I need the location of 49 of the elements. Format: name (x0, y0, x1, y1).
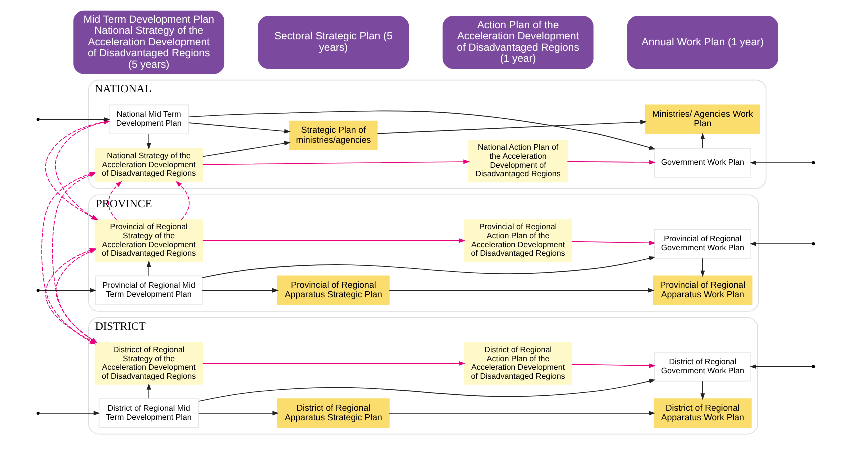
node-box: Provincial of Regional Apparatus Strategic Plan (278, 276, 390, 306)
node-box: District of Regional Mid Term Development Plan (98, 398, 200, 428)
node-box: District of Regional Apparatus Work Plan (654, 398, 752, 428)
arrow (198, 379, 656, 402)
arrow (146, 383, 152, 400)
node-box: District of Regional Government Work Plan (654, 352, 752, 382)
arrow (567, 160, 656, 165)
arrow (700, 380, 706, 400)
arrow (202, 141, 291, 158)
node-box: Provincial of Regional Apparatus Work Plan (653, 276, 753, 306)
arrow (202, 361, 466, 366)
arrow (39, 288, 97, 293)
arrow (700, 258, 706, 278)
arrow (202, 160, 470, 166)
node-box: Provincial of Regional Action Plan of the Acceleration Development of Disadvantaged Regions (464, 220, 572, 262)
node-box: Action Plan of the Acceleration Development of Disadvantaged Regions (1 year) (442, 16, 594, 70)
arrow (750, 160, 813, 166)
node-box: Provincial of Regional Government Work Plan (654, 229, 752, 259)
arrow (572, 364, 656, 368)
arrow (39, 411, 100, 416)
node-box: Sectoral Strategic Plan (5 years) (258, 16, 410, 70)
node-box: Provincial of Regional Strategy of the Acceleration Development of Disadvantaged Regions (94, 220, 204, 262)
node-box: Provincial of Regional Mid Term Development Plan (95, 276, 203, 306)
node-box: National Strategy of the Acceleration Development of Disadvantaged Regions (94, 148, 204, 182)
node-box: Mid Term Development Plan National Strategy of the Acceleration Development of Disadvantaged Regions (5 years) (74, 10, 225, 74)
arrow (188, 122, 291, 134)
arrow (572, 240, 656, 246)
node-box: District of Regional Action Plan of the Acceleration Development of Disadvantaged Regions (464, 342, 572, 385)
arrow (377, 120, 648, 134)
node-box: Strategic Plan of ministries/agencies (290, 120, 378, 151)
arrow (700, 133, 706, 149)
node-box: Annual Work Plan (1 year) (627, 16, 778, 70)
node-box: Government Work Plan (654, 148, 752, 178)
arrow (146, 260, 152, 276)
arrow (202, 288, 279, 293)
arrow (202, 256, 656, 278)
node-box: National Mid Term Development Plan (108, 104, 190, 134)
node-box: Districct of Regional Strategy of the Acceleration Development of Disadvantaged Regions (94, 342, 204, 385)
node-box: National Action Plan of the Acceleration Development of Disadvantaged Regions (468, 140, 568, 183)
arrow (389, 411, 656, 416)
arrow (108, 181, 190, 220)
arrow (198, 411, 280, 416)
arrow (389, 288, 655, 293)
arrow (202, 238, 466, 244)
node-box: District of Regional Apparatus Strategic Plan (278, 398, 390, 428)
node-box: Ministries/ Agencies Work Plan (646, 104, 760, 134)
arrow (750, 364, 813, 370)
arrow (750, 242, 813, 246)
arrow (146, 134, 152, 150)
